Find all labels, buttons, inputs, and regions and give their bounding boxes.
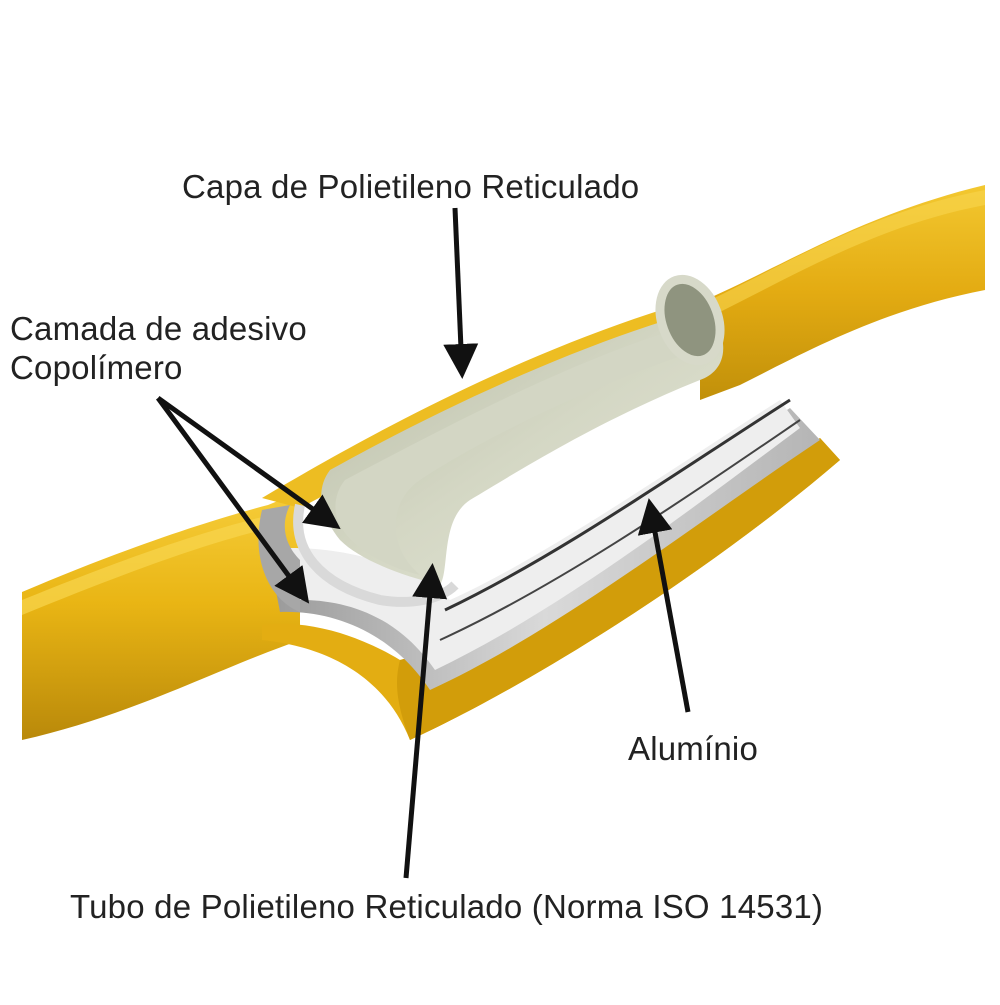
label-capa-polietileno: Capa de Polietileno Reticulado [182,168,640,205]
inner-tube-end [660,279,720,361]
arrow-adhesive-2 [155,396,310,604]
yellow-pipe-right-highlight [710,190,985,312]
label-camada-adesivo: Camada de adesivo [10,310,307,347]
inner-tube-body [321,310,724,585]
label-tubo-polietileno: Tubo de Polietileno Reticulado (Norma IS… [70,888,824,925]
arrow-capa [443,207,479,379]
yellow-pipe-left [22,492,300,740]
arrow-adhesive-1 [156,395,341,530]
dark-separator-line [444,398,791,612]
yellow-pipe-left-highlight [22,515,270,615]
outer-cover-flap-shade [397,438,840,740]
inner-tube-end-rim [655,274,725,366]
label-copolimero: Copolímero [10,349,183,386]
yellow-pipe-right [700,185,985,400]
arrow-aluminio [637,498,691,713]
arrow-tubo [403,563,448,879]
dark-separator-line-2 [439,419,801,641]
label-aluminio: Alumínio [628,730,758,767]
